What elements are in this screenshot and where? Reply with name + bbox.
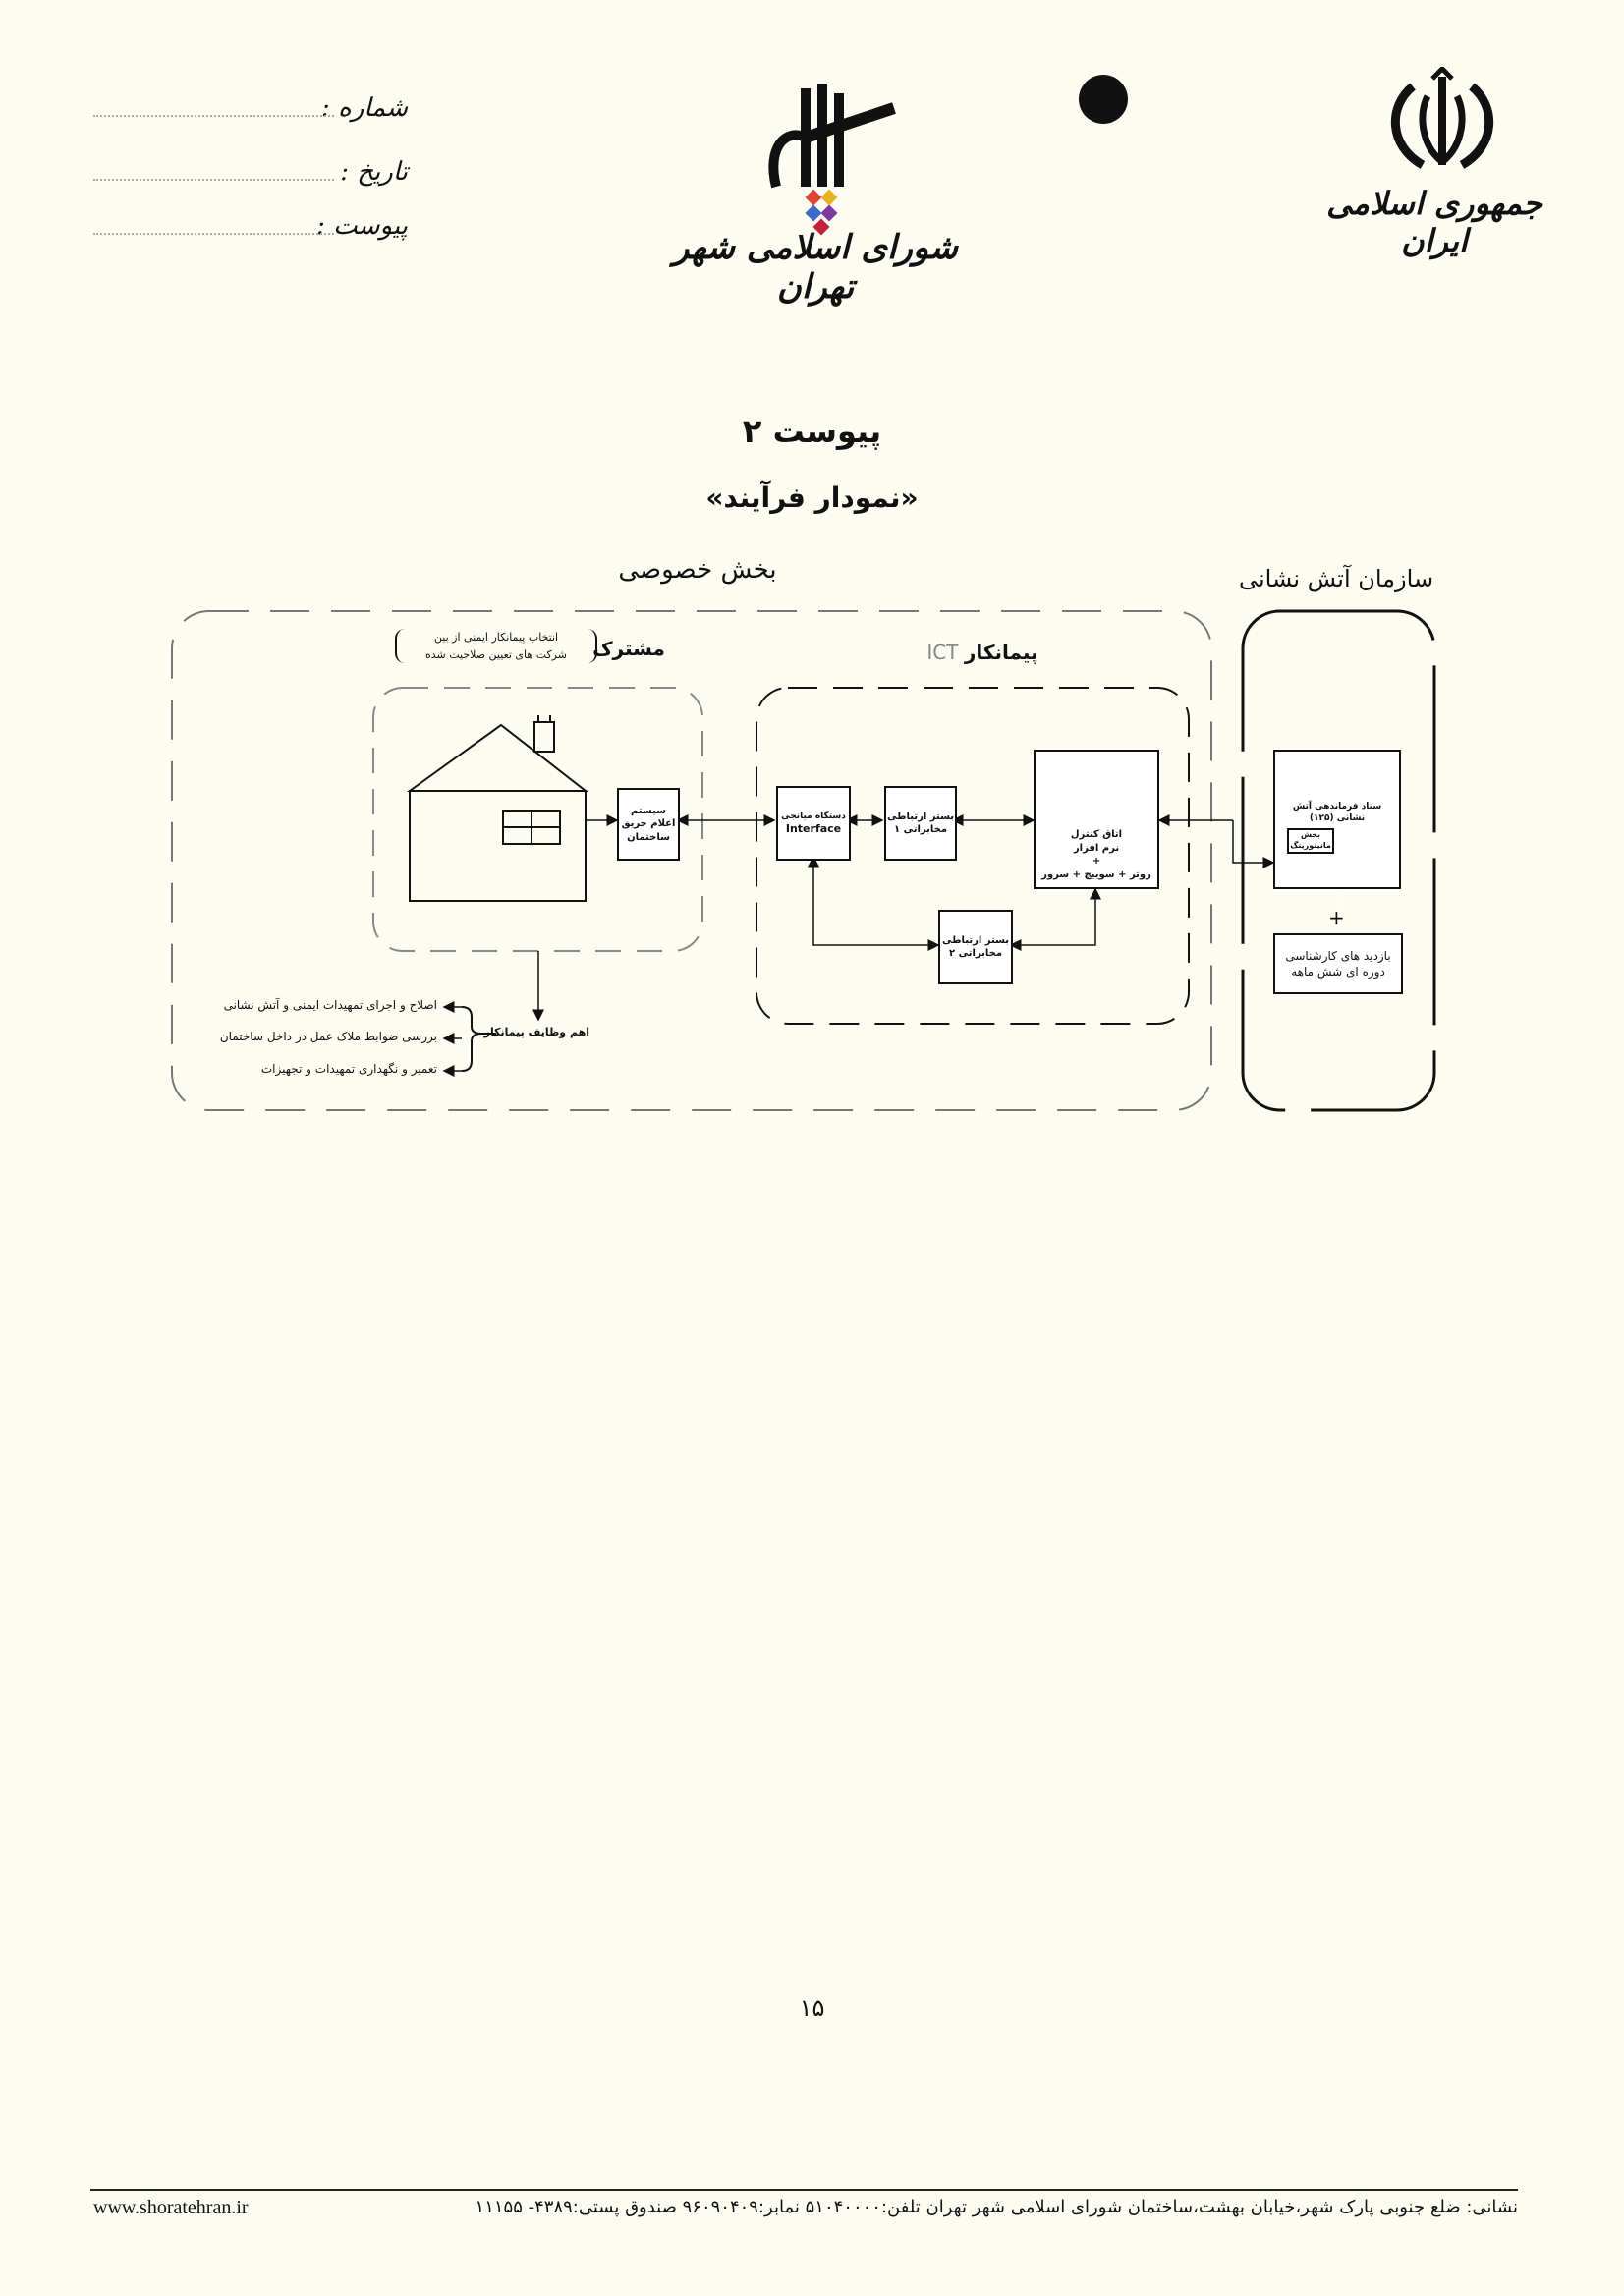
control-room-line2: نرم افزار <box>1073 842 1120 854</box>
interface-box-line1: دستگاه میانجی <box>781 811 846 821</box>
fire-org-label: سازمان آتش نشانی <box>1238 565 1434 592</box>
number-field: شماره : <box>93 93 408 133</box>
country-name: جمهوری اسلامی ایران <box>1326 185 1542 259</box>
interface-box-line2: Interface <box>785 821 842 835</box>
diagram-title: «نمودار فرآیند» <box>705 481 919 514</box>
footer-website[interactable]: www.shoratehran.ir <box>93 2197 249 2218</box>
fire-alarm-box: سیستم اعلام حریق ساختمان <box>617 788 680 861</box>
date-label: تاریخ : <box>340 157 408 187</box>
control-room-line4: روتر + سوییچ + سرور <box>1041 868 1151 880</box>
contractor-label: پیمانکار ICT <box>904 641 1061 664</box>
comm-bed-2-box: بستر ارتباطی مخابراتی ۲ <box>938 910 1013 984</box>
control-room-box: اتاق کنترل نرم افزار + روتر + سوییچ + سر… <box>1034 750 1159 889</box>
attachment-dots <box>93 233 334 235</box>
fire-hq-label: ستاد فرماندهی آتش نشانی (۱۲۵) <box>1292 802 1382 824</box>
comm-bed-1-box: بستر ارتباطی مخابراتی ۱ <box>884 786 957 861</box>
customer-label: مشترک <box>592 637 665 660</box>
iran-emblem-icon <box>1390 67 1494 169</box>
footer-rule <box>90 2189 1518 2191</box>
contractor-ict: ICT <box>926 641 959 664</box>
page-number: ۱۵ <box>799 1994 825 2022</box>
black-dot <box>1079 75 1128 124</box>
control-room-line1: اتاق کنترل <box>1070 829 1123 840</box>
duties-label: اهم وظایف پیمانکار <box>483 1026 589 1038</box>
council-logo-icon <box>768 84 896 236</box>
contractor-label-text: پیمانکار <box>964 641 1038 664</box>
inspections-box: بازدید های کارشناسی دوره ای شش ماهه <box>1273 933 1403 994</box>
customer-note: انتخاب پیمانکار ایمنی از بین شرکت های تع… <box>395 629 597 664</box>
number-dots <box>93 115 334 117</box>
date-field: تاریخ : <box>93 157 408 196</box>
duty-item-3: تعمیر و نگهداری تمهیدات و تجهیزات <box>260 1062 437 1076</box>
control-room-line3: + <box>1092 856 1101 867</box>
number-label: شماره : <box>321 93 408 123</box>
plus-sign: + <box>1328 906 1345 929</box>
fire-hq-box: ستاد فرماندهی آتش نشانی (۱۲۵) بخش مانیتو… <box>1273 750 1401 889</box>
private-sector-label: بخش خصوصی <box>618 555 777 585</box>
date-dots <box>93 179 334 181</box>
interface-box: دستگاه میانجی Interface <box>776 786 851 861</box>
monitoring-box: بخش مانیتورینگ <box>1287 828 1334 854</box>
attachment-label: پیوست : <box>316 211 408 241</box>
duty-item-1: اصلاح و اجرای تمهیدات ایمنی و آتش نشانی <box>223 998 437 1012</box>
footer-address: نشانی: ضلع جنوبی پارک شهر،خیابان بهشت،سا… <box>475 2197 1518 2217</box>
duty-item-2: بررسی ضوابط ملاک عمل در داخل ساختمان <box>219 1030 437 1043</box>
customer-note-line1: انتخاب پیمانکار ایمنی از بین <box>433 631 559 644</box>
attachment-field: پیوست : <box>93 211 408 251</box>
appendix-title: پیوست ۲ <box>742 413 882 450</box>
customer-note-line2: شرکت های تعیین صلاحیت شده <box>424 647 568 661</box>
council-name: شورای اسلامی شهر تهران <box>673 228 958 307</box>
